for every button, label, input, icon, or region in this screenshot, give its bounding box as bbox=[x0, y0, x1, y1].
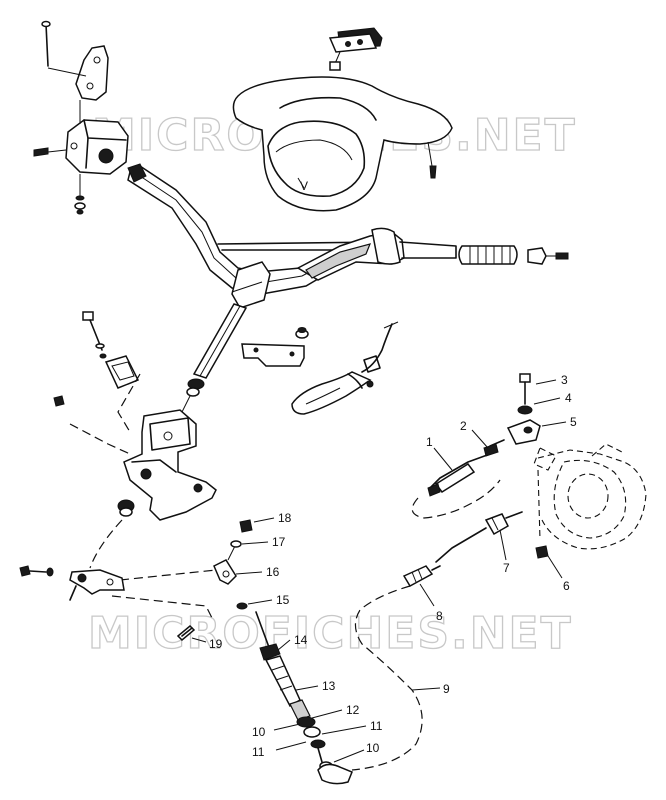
steering-bushing bbox=[181, 378, 205, 413]
screw-19 bbox=[176, 624, 196, 642]
cable-route-9 bbox=[351, 585, 423, 771]
watermark-bottom: MICROFICHES.NET bbox=[88, 608, 573, 659]
choke-cable-fitting bbox=[435, 511, 523, 563]
housing-screw bbox=[33, 147, 67, 157]
bushing-route bbox=[89, 519, 123, 569]
callout-18: 18 bbox=[278, 511, 292, 525]
carburetor bbox=[533, 443, 647, 550]
link-rod-end bbox=[213, 543, 237, 585]
callout-12: 12 bbox=[346, 703, 360, 717]
support-bolt bbox=[82, 311, 107, 359]
callout-13: 13 bbox=[322, 679, 336, 693]
callout-15: 15 bbox=[276, 593, 290, 607]
handlebar-grip bbox=[458, 245, 518, 265]
callout-16: 16 bbox=[266, 565, 280, 579]
cable-end-fitting bbox=[506, 419, 541, 445]
throttle-switch-housing bbox=[65, 100, 129, 175]
callout-19: 19 bbox=[209, 637, 223, 651]
callout-17: 17 bbox=[272, 535, 286, 549]
handlebar-pod-cover: V bbox=[232, 76, 453, 212]
mounting-bracket bbox=[47, 45, 109, 101]
linkage-bolt bbox=[19, 565, 54, 577]
callout-11b: 11 bbox=[370, 719, 383, 733]
link-route-1 bbox=[119, 569, 217, 581]
callout-5: 5 bbox=[570, 415, 577, 429]
right-grip-housing bbox=[296, 227, 457, 281]
steering-support-bracket bbox=[123, 409, 217, 521]
callout-11a: 11 bbox=[252, 745, 265, 759]
callouts: 3 4 5 2 1 6 7 8 9 18 17 16 15 19 14 13 1 bbox=[191, 373, 577, 763]
callout-10b: 10 bbox=[366, 741, 380, 755]
callout-10a: 10 bbox=[252, 725, 266, 739]
wiring-grommet bbox=[295, 327, 309, 339]
plate-route bbox=[117, 373, 141, 433]
callout-8: 8 bbox=[436, 609, 443, 623]
plate-nut bbox=[53, 395, 65, 407]
steering-plate bbox=[104, 355, 140, 389]
steering-post bbox=[192, 303, 248, 379]
link-route-2 bbox=[111, 595, 213, 619]
callout-6: 6 bbox=[563, 579, 570, 593]
pod-screw bbox=[427, 141, 437, 179]
wiring-bracket bbox=[241, 343, 305, 367]
cable-adjuster bbox=[402, 565, 441, 588]
throttle-lever-end bbox=[127, 163, 147, 183]
handlebar-clamp bbox=[231, 261, 271, 309]
kill-switch bbox=[328, 27, 383, 71]
tether-lanyard bbox=[291, 321, 399, 415]
callout-3: 3 bbox=[561, 373, 568, 387]
throttle-cable bbox=[427, 439, 505, 497]
callout-9: 9 bbox=[443, 682, 450, 696]
link-hardware bbox=[230, 519, 253, 610]
callout-4: 4 bbox=[565, 391, 572, 405]
adjuster-bolt bbox=[519, 373, 531, 405]
bar-end-plug bbox=[527, 247, 569, 265]
adjuster-washer bbox=[517, 405, 533, 415]
callout-7: 7 bbox=[503, 561, 510, 575]
support-bushing bbox=[117, 499, 135, 517]
cable-route-1 bbox=[411, 479, 501, 519]
carb-nut bbox=[535, 545, 549, 559]
callout-1: 1 bbox=[426, 435, 433, 449]
retaining-pin bbox=[41, 20, 51, 67]
callout-14: 14 bbox=[294, 633, 308, 647]
cable-assembly bbox=[255, 611, 353, 785]
pod-marking: V bbox=[300, 179, 308, 193]
callout-2: 2 bbox=[460, 419, 467, 433]
nut-route bbox=[69, 423, 131, 455]
housing-fasteners bbox=[74, 174, 86, 215]
linkage-arm bbox=[69, 569, 125, 601]
